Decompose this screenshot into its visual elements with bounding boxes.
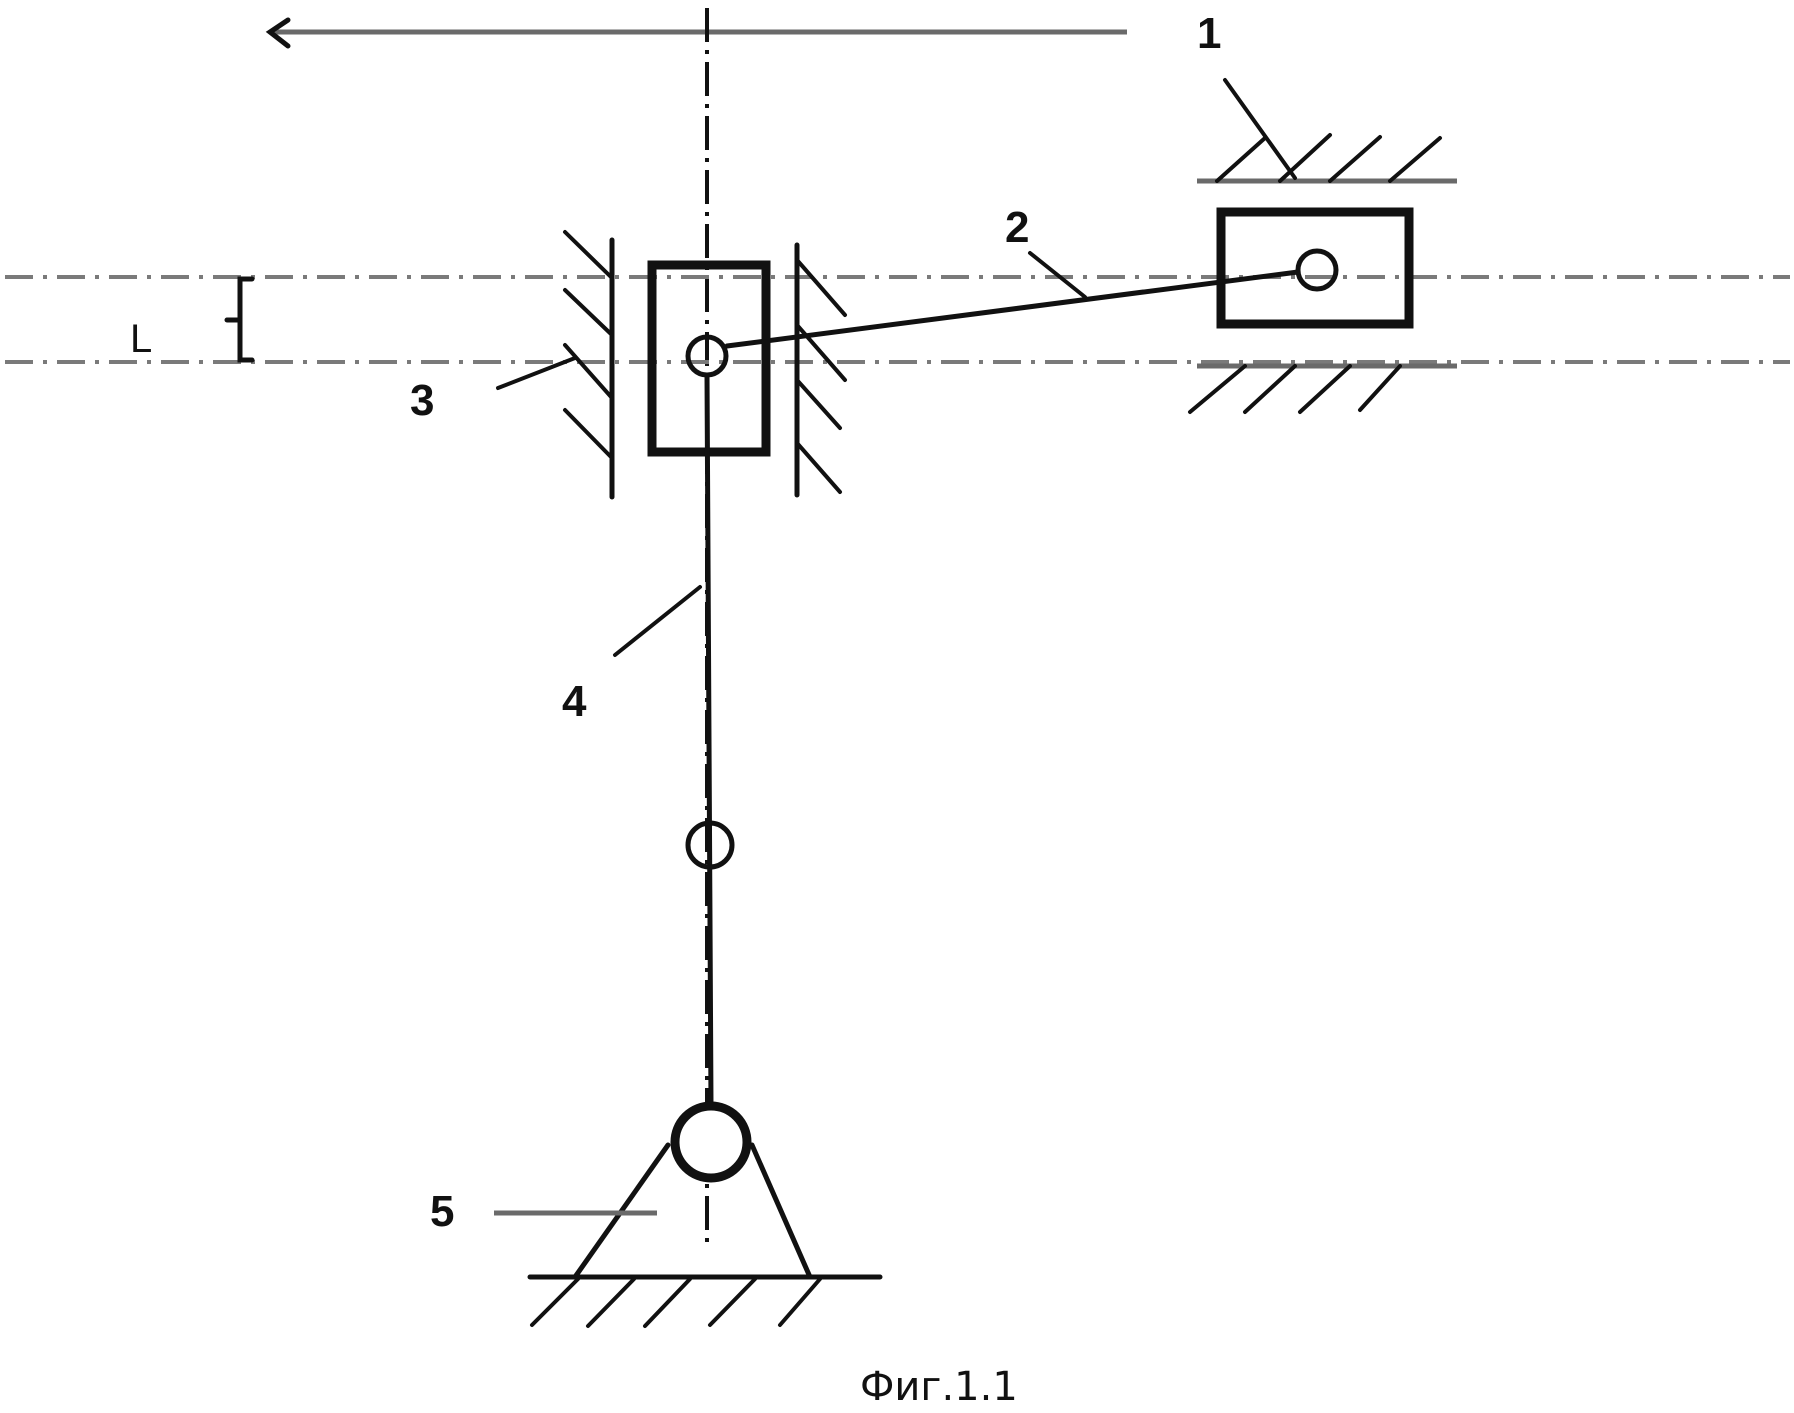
dimension-label: L <box>130 317 152 361</box>
callout-3-leader <box>496 356 577 390</box>
callout-5: 5 <box>430 1187 454 1236</box>
slider-1: 1 <box>1188 9 1457 414</box>
right-guide-hatching <box>795 258 847 494</box>
callout-1: 1 <box>1197 9 1221 58</box>
dimension-L: L <box>130 276 255 363</box>
support-right-leg <box>749 1142 813 1280</box>
callout-2-leader <box>1028 251 1087 299</box>
link-4: 4 <box>562 372 735 1108</box>
callout-1-leader <box>1223 78 1297 180</box>
slider-1-block <box>1216 207 1414 329</box>
left-guide-hatching <box>563 230 614 460</box>
pivot-bearing <box>670 1101 752 1183</box>
rod-2 <box>724 269 1301 349</box>
callout-2: 2 <box>1005 203 1029 252</box>
intermediate-hinge <box>685 820 735 870</box>
callout-3: 3 <box>410 376 434 425</box>
ground-hatching <box>530 1277 822 1328</box>
rod-4 <box>704 372 714 1108</box>
pivot-support-5: 5 <box>430 1101 883 1328</box>
figure-caption: Фиг.1.1 <box>860 1364 1018 1410</box>
connecting-rod-2: 2 <box>724 203 1301 349</box>
callout-4-leader <box>613 585 702 657</box>
callout-4: 4 <box>562 677 587 726</box>
motion-arrow <box>265 17 1127 49</box>
lower-guide-hatching <box>1188 364 1402 414</box>
slider-1-pin <box>1295 248 1339 292</box>
slider-3: 3 <box>410 230 847 500</box>
arrow-head-icon <box>265 17 291 49</box>
upper-guide-hatching <box>1215 133 1442 183</box>
